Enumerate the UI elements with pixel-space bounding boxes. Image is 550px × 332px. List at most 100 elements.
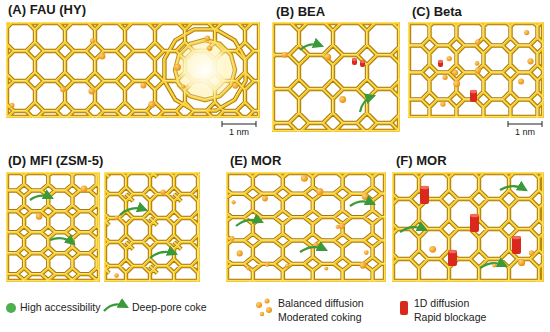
scale-bar (508, 121, 509, 127)
molecule-dot (316, 188, 323, 195)
molecule-dot (453, 80, 460, 87)
molecule-dot (207, 46, 212, 51)
molecule-dot (265, 262, 270, 267)
legend-text: Rapid blockage (414, 311, 486, 323)
molecule-dot (232, 83, 238, 89)
molecule-dot (324, 266, 328, 270)
coke-cylinder (470, 90, 477, 102)
framework (6, 22, 260, 118)
panel-title: (A) FAU (HY) (8, 2, 86, 17)
molecule-dot (160, 189, 165, 194)
panel-title: (D) MFI (ZSM-5) (8, 153, 103, 168)
molecule-dot (232, 200, 236, 204)
molecule-dot (360, 262, 367, 269)
molecule-dot (336, 225, 340, 229)
molecule-dot (148, 101, 155, 108)
diffusion-arrow (150, 252, 176, 258)
molecule-dot (518, 259, 525, 266)
diffusion-arrow (236, 220, 262, 226)
legend-text: 1D diffusion (414, 297, 469, 309)
molecule-dot (36, 213, 43, 220)
legend-dot (256, 302, 262, 308)
diffusion-arrow (300, 247, 326, 252)
molecule-dot (339, 96, 346, 103)
legend-text: High accessibility (20, 301, 101, 313)
molecule-dot (524, 30, 529, 35)
scale-label: 1 nm (229, 127, 249, 137)
panel-title: (E) MOR (230, 153, 281, 168)
coke-cylinder (470, 90, 477, 94)
diffusion-arrow (400, 227, 426, 232)
coke-cylinder (512, 236, 521, 240)
molecule-dot (205, 36, 211, 42)
molecule-dot (447, 56, 452, 61)
molecule-dot (492, 263, 496, 267)
framework (104, 172, 200, 282)
molecule-dot (475, 67, 481, 73)
legend-dot (260, 312, 264, 316)
molecule-dot (230, 236, 235, 241)
panel-title: (B) BEA (276, 4, 325, 19)
framework (272, 22, 400, 132)
molecule-dot (174, 64, 181, 71)
coke-cylinder (360, 60, 365, 67)
molecule-dot (90, 38, 95, 43)
framework (226, 172, 386, 282)
legend-text: Moderated coking (278, 311, 361, 323)
legend-text: Deep-pore coke (132, 301, 207, 313)
scale-bar (222, 121, 223, 127)
legend-swatch (400, 301, 408, 315)
diffusion-arrow (120, 208, 146, 215)
molecule-dot (527, 58, 533, 64)
framework (6, 172, 100, 282)
molecule-dot (362, 193, 369, 200)
scale-bar (256, 121, 257, 127)
molecule-dot (81, 186, 88, 193)
framework (392, 172, 544, 282)
diffusion-arrow (360, 96, 374, 112)
legend-dot (265, 299, 270, 304)
legend-arrow (104, 304, 127, 311)
coke-cylinder (438, 60, 443, 64)
molecule-dot (285, 263, 289, 267)
molecule-dot (282, 52, 288, 58)
molecule-dot (518, 78, 524, 84)
molecule-dot (364, 250, 369, 255)
legend-dot (266, 307, 272, 313)
coke-cylinder (470, 214, 479, 232)
molecule-dot (99, 53, 106, 60)
molecule-dot (140, 83, 146, 89)
coke-cylinder (448, 250, 457, 266)
diffusion-arrow (50, 238, 74, 244)
molecule-dot (440, 101, 445, 106)
molecule-dot (301, 175, 308, 182)
scale-bar (508, 124, 542, 125)
molecule-dot (475, 39, 480, 44)
diffusion-arrow (350, 201, 374, 206)
coke-cylinder (420, 186, 429, 190)
molecule-dot (443, 75, 448, 80)
legend-text: Balanced diffusion (278, 297, 364, 309)
molecule-dot (114, 273, 119, 278)
molecule-dot (246, 266, 250, 270)
legend-swatch (6, 303, 16, 313)
molecule-dot (529, 250, 534, 255)
molecule-dot (237, 250, 243, 256)
molecule-dot (475, 61, 480, 66)
molecule-dot (262, 196, 268, 202)
diffusion-arrow (480, 263, 506, 268)
molecule-dot (60, 86, 66, 92)
molecule-dot (89, 88, 95, 94)
diffusion-arrow (30, 196, 52, 200)
coke-cylinder (448, 250, 457, 254)
molecule-dot (324, 53, 331, 60)
diffusion-arrow (500, 186, 526, 190)
molecule-dot (114, 216, 118, 220)
panel-title: (F) MOR (396, 153, 447, 168)
coke-cylinder (360, 60, 365, 64)
diffusion-arrow (300, 44, 322, 50)
coke-cylinder (470, 214, 479, 218)
framework (408, 22, 544, 118)
molecule-dot (181, 85, 185, 89)
supercage-glow (171, 36, 239, 104)
